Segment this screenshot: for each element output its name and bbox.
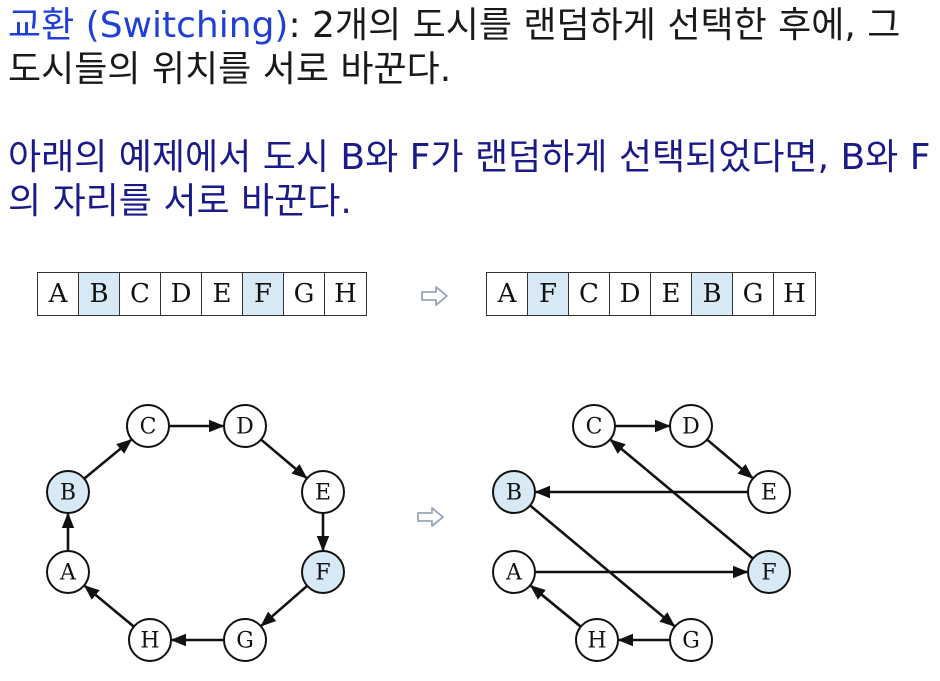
hollow-right-arrow-icon: [417, 507, 444, 527]
array-cell-d: D: [161, 273, 202, 315]
city-node-circle: [223, 404, 267, 448]
city-node-g: G: [669, 618, 713, 662]
term-switching: 교환 (Switching): [8, 5, 289, 46]
city-node-d: D: [223, 404, 267, 448]
city-node-label: A: [505, 561, 523, 586]
array-cell-e: E: [651, 273, 692, 315]
edge-f-to-c: [609, 439, 754, 560]
edge-d-to-e: [260, 438, 308, 479]
city-node-circle: [301, 550, 345, 594]
edge-d-to-e: [706, 438, 754, 479]
city-node-circle: [572, 404, 616, 448]
city-node-label: C: [140, 415, 157, 440]
array-cell-h: H: [325, 273, 366, 315]
array-cell-f: F: [528, 273, 569, 315]
edge-f-to-g: [260, 584, 309, 627]
city-node-circle: [492, 470, 536, 514]
city-node-circle: [223, 618, 267, 662]
city-node-label: H: [140, 629, 159, 654]
array-cell-c: C: [569, 273, 610, 315]
city-node-label: E: [315, 481, 331, 506]
city-node-label: F: [315, 561, 330, 586]
graph-after: A B C D E F G H: [492, 404, 791, 662]
city-node-circle: [747, 550, 791, 594]
array-cell-a: A: [487, 273, 528, 315]
city-node-label: C: [586, 415, 603, 440]
array-cell-b: B: [79, 273, 120, 315]
city-node-circle: [669, 404, 713, 448]
graph-before: A B C D E F G H: [46, 404, 345, 662]
city-node-circle: [301, 470, 345, 514]
city-node-label: B: [60, 481, 76, 506]
array-cell-a: A: [38, 273, 79, 315]
city-node-g: G: [223, 618, 267, 662]
city-node-f: F: [301, 550, 345, 594]
city-node-circle: [575, 618, 619, 662]
city-node-h: H: [128, 618, 172, 662]
city-node-circle: [46, 550, 90, 594]
edge-h-to-a: [529, 584, 582, 628]
city-node-circle: [46, 470, 90, 514]
description-text-1: : 2개의 도시를 랜덤하게 선택한 후에, 그 도시들의 위치를 서로 바꾼다…: [8, 5, 901, 90]
array-cell-d: D: [610, 273, 651, 315]
city-node-label: D: [236, 415, 254, 440]
edge-b-to-g: [529, 504, 676, 627]
hollow-right-arrow-icon: [421, 286, 448, 306]
city-node-label: B: [506, 481, 522, 506]
city-node-circle: [669, 618, 713, 662]
city-node-label: H: [587, 629, 606, 654]
array-cell-f: F: [243, 273, 284, 315]
city-node-circle: [126, 404, 170, 448]
city-node-b: B: [492, 470, 536, 514]
edge-b-to-c: [83, 438, 133, 480]
city-node-c: C: [572, 404, 616, 448]
description-paragraph-1: 교환 (Switching): 2개의 도시를 랜덤하게 선택한 후에, 그 도…: [8, 4, 933, 92]
array-cell-g: G: [284, 273, 325, 315]
city-node-a: A: [492, 550, 536, 594]
city-node-h: H: [575, 618, 619, 662]
graphs-canvas: A B C D E F G H A B C D E F G H: [46, 404, 791, 662]
city-node-label: G: [236, 629, 254, 654]
city-node-circle: [492, 550, 536, 594]
city-node-d: D: [669, 404, 713, 448]
array-cell-b: B: [692, 273, 733, 315]
array-cell-h: H: [774, 273, 815, 315]
array-cell-c: C: [120, 273, 161, 315]
city-node-label: F: [761, 561, 776, 586]
city-node-a: A: [46, 550, 90, 594]
description-paragraph-2: 아래의 예제에서 도시 B와 F가 랜덤하게 선택되었다면, B와 F의 자리를…: [8, 137, 931, 222]
city-node-e: E: [301, 470, 345, 514]
city-node-f: F: [747, 550, 791, 594]
city-node-label: D: [682, 415, 700, 440]
city-node-label: E: [761, 481, 777, 506]
array-cell-g: G: [733, 273, 774, 315]
city-node-label: A: [59, 561, 77, 586]
city-node-b: B: [46, 470, 90, 514]
edge-h-to-a: [83, 585, 135, 628]
array-cell-e: E: [202, 273, 243, 315]
city-node-c: C: [126, 404, 170, 448]
city-node-circle: [747, 470, 791, 514]
city-node-circle: [128, 618, 172, 662]
city-node-label: G: [682, 629, 700, 654]
city-node-e: E: [747, 470, 791, 514]
